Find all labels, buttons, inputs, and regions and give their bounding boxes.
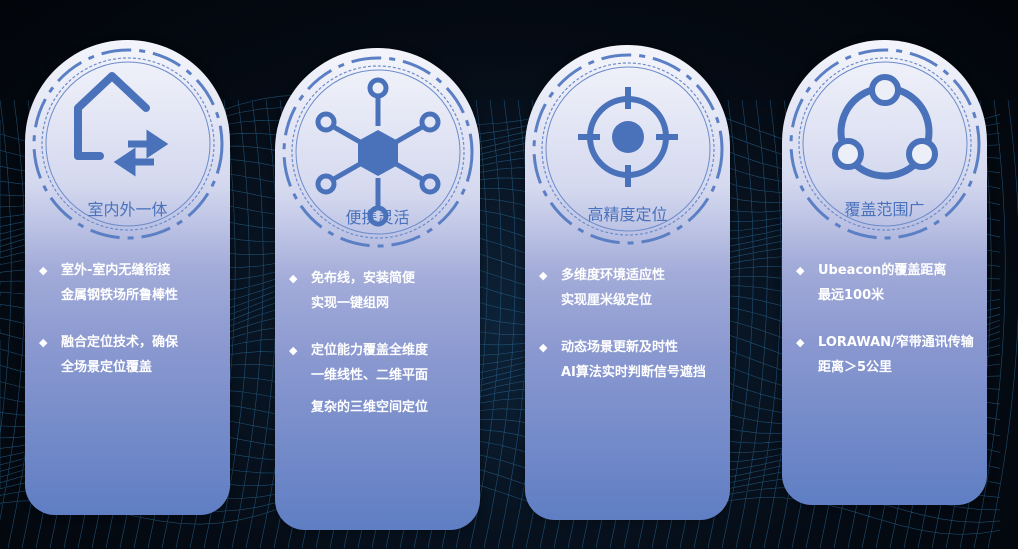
list-item: ◆ 免布线，安装简便实现一键组网 bbox=[289, 270, 474, 320]
list-item-line: 复杂的三维空间定位 bbox=[311, 400, 429, 415]
diamond-bullet-icon: ◆ bbox=[39, 336, 48, 349]
diamond-bullet-icon: ◆ bbox=[796, 336, 805, 349]
card-title: 覆盖范围广 bbox=[844, 200, 925, 219]
emblem: 便携灵活 bbox=[280, 54, 476, 250]
list-item-line: 距离＞5公里 bbox=[818, 360, 893, 375]
list-item-line: 实现厘米级定位 bbox=[561, 293, 653, 308]
list-item-line: 全场景定位覆盖 bbox=[61, 360, 153, 375]
feature-list: ◆ 免布线，安装简便实现一键组网 ◆ 定位能力覆盖全维度一维线性、二维平面复杂的三维空… bbox=[289, 270, 474, 446]
diamond-bullet-icon: ◆ bbox=[289, 344, 298, 357]
feature-card-1: 室内外一体 ◆ 室外-室内无缝衔接金属钢铁场所鲁棒性 ◆ 融合定位技术，确保全场景定位… bbox=[25, 40, 230, 515]
feature-list: ◆ 多维度环境适应性实现厘米级定位 ◆ 动态场景更新及时性 AI算法实时判断信号遮挡 bbox=[539, 267, 724, 411]
diamond-bullet-icon: ◆ bbox=[539, 269, 548, 282]
list-item-line: 一维线性、二维平面 bbox=[311, 368, 429, 383]
diamond-bullet-icon: ◆ bbox=[539, 341, 548, 354]
list-item-line: LORAWAN/窄带通讯传输 bbox=[818, 335, 974, 350]
crosshair-target-icon bbox=[577, 87, 678, 187]
list-item-line: 动态场景更新及时性 bbox=[561, 340, 679, 355]
emblem: 覆盖范围广 bbox=[787, 46, 983, 242]
emblem-ring bbox=[789, 48, 980, 240]
list-item-line: 最远100米 bbox=[818, 288, 885, 303]
card-title: 便携灵活 bbox=[345, 208, 410, 227]
list-item-line: 多维度环境适应性 bbox=[561, 268, 666, 283]
list-item-line: 定位能力覆盖全维度 bbox=[311, 343, 429, 358]
list-item: ◆ 室外-室内无缝衔接金属钢铁场所鲁棒性 bbox=[39, 262, 224, 312]
list-item-line: 金属钢铁场所鲁棒性 bbox=[61, 288, 179, 303]
list-item-line: 实现一键组网 bbox=[311, 296, 390, 311]
diamond-bullet-icon: ◆ bbox=[39, 264, 48, 277]
feature-card-4: 覆盖范围广 ◆ Ubeacon的覆盖距离最远100米 ◆ LORAWAN/窄带通讯传输… bbox=[782, 40, 987, 505]
feature-card-2: 便携灵活 ◆ 免布线，安装简便实现一键组网 ◆ 定位能力覆盖全维度一维线性、二维平面复… bbox=[275, 48, 480, 530]
list-item: ◆ Ubeacon的覆盖距离最远100米 bbox=[796, 262, 981, 312]
emblem-ring bbox=[32, 48, 223, 240]
emblem: 高精度定位 bbox=[530, 51, 726, 247]
list-item: ◆ 多维度环境适应性实现厘米级定位 bbox=[539, 267, 724, 317]
list-item: ◆ LORAWAN/窄带通讯传输距离＞5公里 bbox=[796, 334, 981, 384]
list-item-line: 融合定位技术，确保 bbox=[61, 335, 179, 350]
feature-card-3: 高精度定位 ◆ 多维度环境适应性实现厘米级定位 ◆ 动态场景更新及时性 AI算法实时判断… bbox=[525, 45, 730, 520]
list-item: ◆ 融合定位技术，确保全场景定位覆盖 bbox=[39, 334, 224, 384]
list-item-line: 室外-室内无缝衔接 bbox=[61, 263, 171, 278]
hub-network-icon bbox=[315, 77, 440, 227]
feature-list: ◆ 室外-室内无缝衔接金属钢铁场所鲁棒性 ◆ 融合定位技术，确保全场景定位覆盖 bbox=[39, 262, 224, 406]
diamond-bullet-icon: ◆ bbox=[289, 272, 298, 285]
list-item: ◆ 定位能力覆盖全维度一维线性、二维平面复杂的三维空间定位 bbox=[289, 342, 474, 424]
house-arrows-icon bbox=[73, 72, 168, 177]
share-circle-icon bbox=[831, 74, 938, 180]
list-item: ◆ 动态场景更新及时性 AI算法实时判断信号遮挡 bbox=[539, 339, 724, 389]
card-title: 室内外一体 bbox=[87, 200, 168, 219]
card-title: 高精度定位 bbox=[587, 205, 668, 224]
emblem: 室内外一体 bbox=[30, 46, 226, 242]
list-item-line: 免布线，安装简便 bbox=[311, 271, 416, 286]
feature-list: ◆ Ubeacon的覆盖距离最远100米 ◆ LORAWAN/窄带通讯传输距离＞5公里 bbox=[796, 262, 981, 406]
list-item-line: Ubeacon的覆盖距离 bbox=[818, 263, 947, 278]
emblem-ring bbox=[532, 53, 723, 245]
emblem-ring bbox=[282, 56, 473, 248]
diamond-bullet-icon: ◆ bbox=[796, 264, 805, 277]
list-item-line: AI算法实时判断信号遮挡 bbox=[561, 365, 706, 380]
